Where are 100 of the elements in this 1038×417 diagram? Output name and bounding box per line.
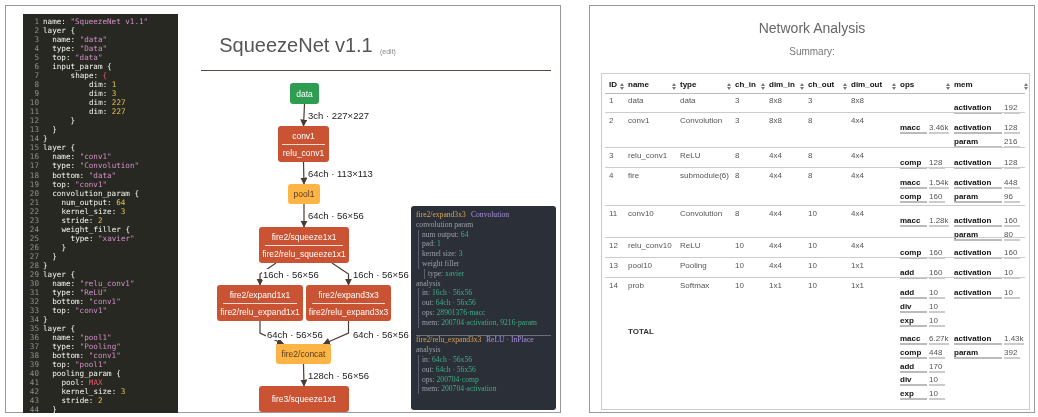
table-cell: 4	[609, 171, 614, 180]
table-cell: 4x4	[851, 151, 864, 160]
metric-value: 1.54k	[929, 178, 949, 189]
table-cell: 4x4	[769, 241, 782, 250]
table-cell: 10	[808, 261, 817, 270]
tooltip-panel	[411, 206, 556, 410]
metric-key: add	[900, 288, 927, 299]
metric-value: 392	[1004, 347, 1020, 359]
edge-label: 64ch · 56×56	[352, 329, 410, 340]
arrow	[256, 262, 277, 286]
layer-box	[217, 285, 303, 321]
edge-label: 16ch · 56×56	[352, 269, 410, 280]
table-cell: 8x8	[851, 96, 864, 105]
node-label: fire2/relu_expand3x3	[307, 305, 390, 318]
table-cell: 1x1	[851, 261, 864, 270]
table-cell: 2	[609, 116, 614, 125]
table-cell: 4x4	[769, 209, 782, 218]
arrow	[300, 203, 308, 228]
column-header: mem	[954, 80, 973, 89]
table-cell: 4x4	[769, 171, 782, 180]
metric-key: param	[954, 229, 1002, 241]
table-cell: 11	[609, 209, 618, 218]
table-cell: TOTAL	[628, 327, 654, 336]
metric-key: activation	[954, 248, 1002, 259]
metric-value: 96	[1004, 191, 1020, 203]
metric-key: activation	[954, 103, 1002, 114]
node-label: fire2/relu_squeeze1x1	[261, 247, 347, 260]
metric-value: 448	[929, 347, 945, 359]
table-cell: 12	[609, 241, 618, 250]
arrow	[331, 262, 353, 286]
layer-box	[290, 83, 319, 104]
layer-box	[278, 126, 329, 162]
arrow	[300, 161, 308, 185]
column-header: ch_in	[735, 80, 756, 89]
metric-value: 10	[929, 389, 945, 401]
metric-value: 10	[1004, 268, 1020, 279]
metric-value: 448	[1004, 178, 1020, 189]
edge-label: 64ch · 113×113	[307, 168, 374, 179]
table-cell: Pooling	[680, 261, 707, 270]
metric-value: 160	[1004, 248, 1020, 259]
metric-key: comp	[900, 248, 927, 259]
metric-key: comp	[900, 347, 927, 359]
metric-value: 128	[1004, 158, 1020, 169]
metric-key: div	[900, 375, 927, 387]
table-cell: 8	[735, 171, 740, 180]
column-header: name	[628, 80, 649, 89]
metric-key: comp	[900, 191, 927, 203]
node-label: fire3/squeeze1x1	[270, 393, 338, 405]
table-cell: Softmax	[680, 281, 710, 290]
column-header: ID	[609, 80, 617, 89]
table-cell: data	[628, 96, 644, 105]
table-cell: Convolution	[680, 209, 723, 218]
table-cell: 3	[808, 96, 813, 105]
table-cell: submodule(6)	[680, 171, 729, 180]
edge-label: 64ch · 56×56	[266, 329, 324, 340]
table-cell: 4x4	[851, 171, 864, 180]
layer-box	[259, 227, 349, 263]
node-label: data	[295, 87, 314, 100]
table-cell: 4x4	[769, 261, 782, 270]
metric-value: 160	[929, 248, 945, 259]
metric-value: 10	[929, 288, 945, 299]
table-cell: 8x8	[769, 96, 782, 105]
metric-value: 160	[1004, 216, 1020, 227]
table-cell: 10	[735, 261, 744, 270]
node-label: conv1	[291, 129, 316, 142]
metric-key: activation	[954, 123, 1002, 134]
metric-key: add	[900, 268, 927, 279]
metric-key: activation	[954, 158, 1002, 169]
node-label: relu_conv1	[281, 146, 326, 159]
metric-value: 160	[929, 268, 945, 279]
metric-key: add	[900, 361, 927, 373]
metric-value: 10	[929, 315, 945, 327]
table-cell: relu_conv1	[628, 151, 668, 160]
edge-label: 16ch · 56×56	[262, 269, 320, 280]
table-cell: 3	[735, 96, 740, 105]
metric-key: param	[954, 191, 1002, 203]
table-cell: 3	[735, 116, 740, 125]
table-cell: 8	[808, 171, 813, 180]
table-cell: 4x4	[851, 116, 864, 125]
table-cell: 1x1	[769, 281, 782, 290]
table-cell: 4x4	[769, 151, 782, 160]
diagram-title: SqueezeNet v1.1	[218, 34, 374, 57]
column-header: dim_in	[769, 80, 795, 89]
table-cell: 3	[609, 151, 614, 160]
metric-key: macc	[900, 178, 927, 189]
edge-label: 3ch · 227×227	[307, 110, 370, 121]
node-label: fire2/relu_expand1x1	[219, 305, 301, 318]
metric-value: 160	[929, 191, 945, 203]
node-label: pool1	[292, 188, 316, 200]
layer-box	[259, 386, 349, 412]
table-cell: conv1	[628, 116, 650, 125]
table-cell: 10	[808, 209, 817, 218]
arrow	[300, 103, 308, 127]
metric-value: 10	[929, 301, 945, 313]
column-header: ops	[900, 80, 915, 89]
table-cell: 8	[735, 151, 740, 160]
metric-value: 192	[1004, 103, 1020, 114]
node-label: fire2/squeeze1x1	[270, 230, 338, 243]
table-cell: 1	[609, 96, 614, 105]
metric-key: macc	[900, 334, 927, 345]
